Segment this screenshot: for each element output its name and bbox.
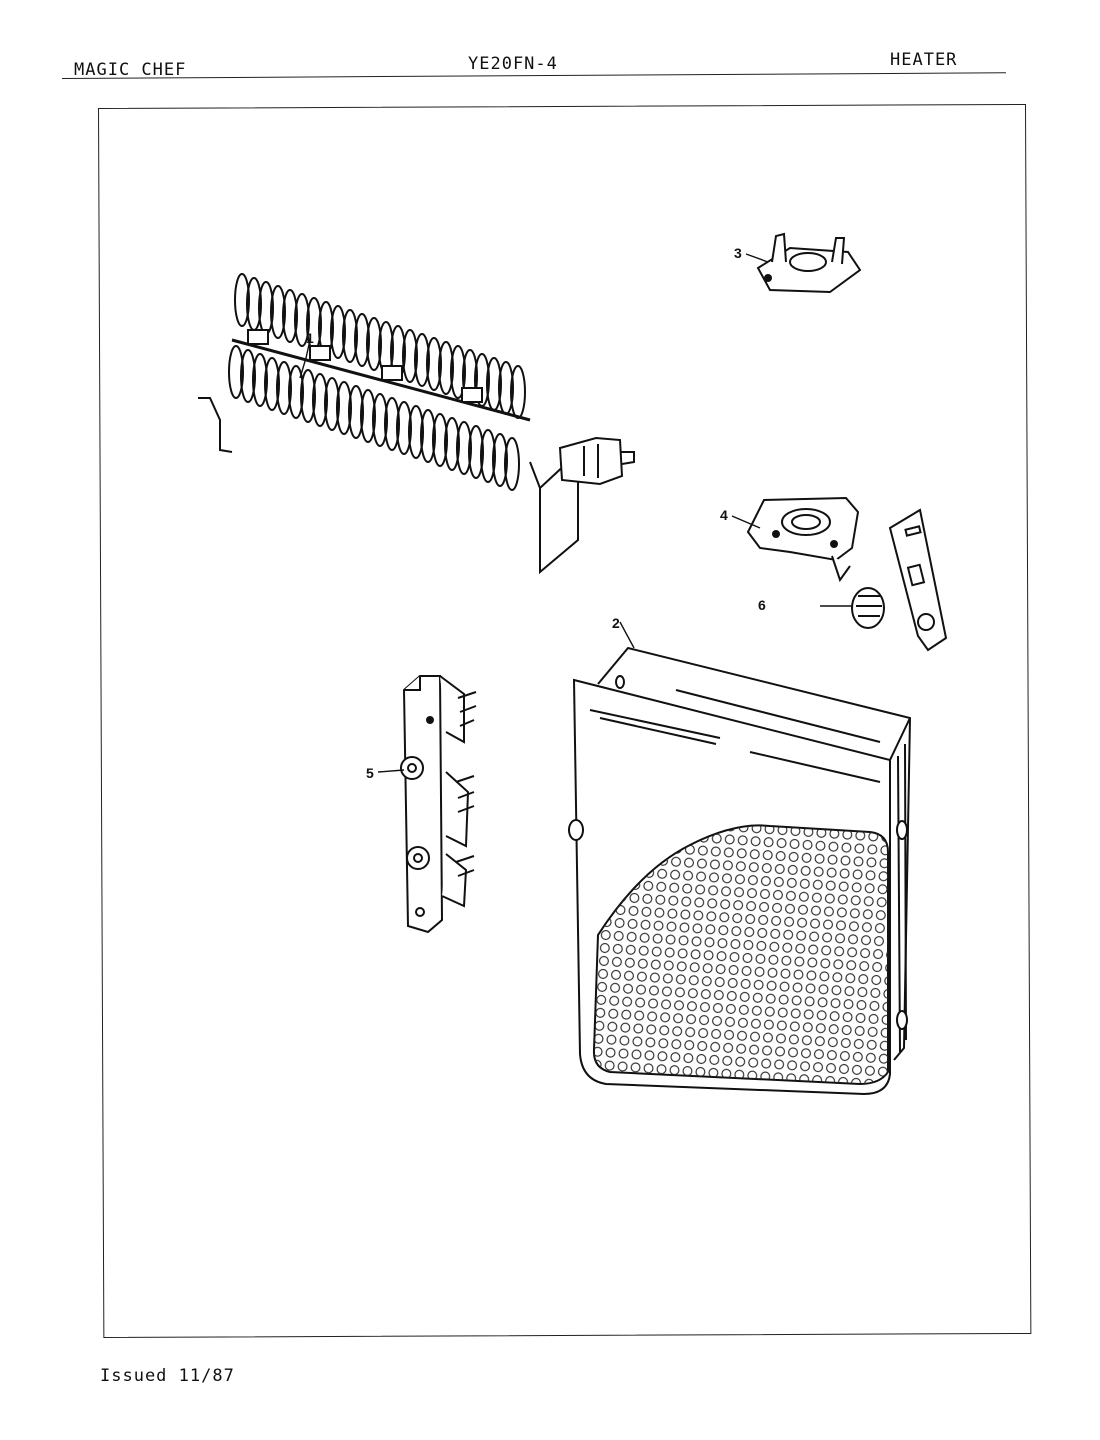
callout-6: 6: [758, 597, 766, 613]
callout-5: 5: [366, 765, 374, 781]
terminal-block-icon: [400, 675, 477, 934]
section-title: HEATER: [890, 50, 958, 70]
issued-date: Issued 11/87: [100, 1366, 235, 1386]
callout-1: 1: [306, 330, 314, 346]
thermostat-bracket-icon: [746, 496, 860, 583]
brand-label: MAGIC CHEF: [74, 60, 187, 80]
thermal-fuse-icon: [820, 508, 948, 652]
callout-leaders: [299, 253, 769, 773]
heater-element-icon: [198, 273, 635, 575]
model-number: YE20FN-4: [468, 54, 558, 74]
callout-4: 4: [720, 507, 728, 523]
thermostat-icon: [756, 232, 862, 294]
callout-2: 2: [612, 615, 620, 631]
heater-box-icon: [568, 646, 912, 1096]
callout-3: 3: [734, 245, 742, 261]
